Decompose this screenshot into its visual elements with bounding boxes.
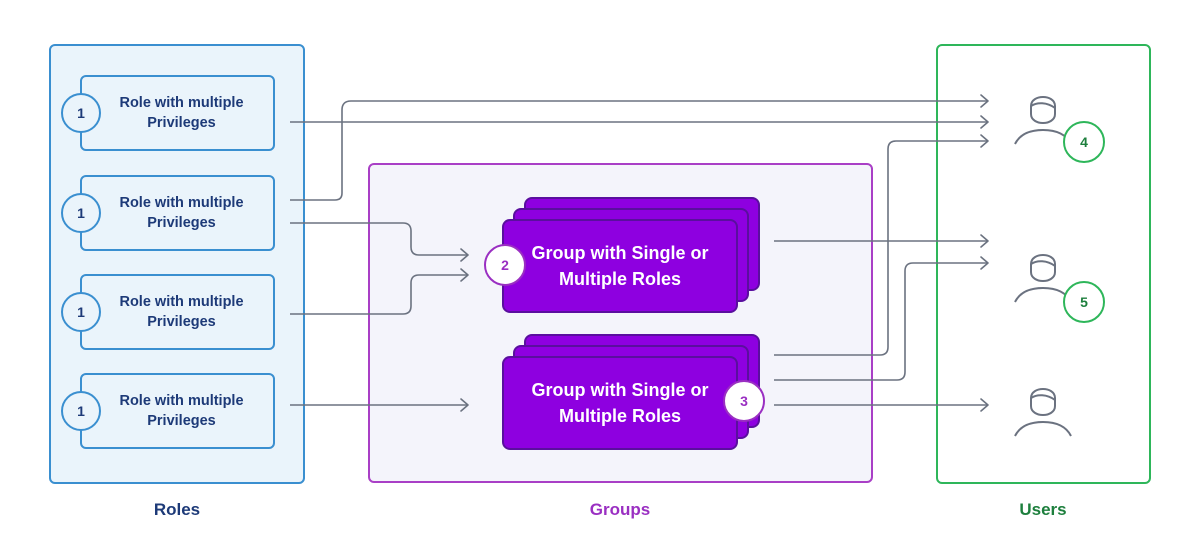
connector-line — [290, 100, 988, 201]
role-card-label: Role with multiple Privileges — [119, 294, 244, 330]
arrowhead — [980, 234, 989, 248]
role-card-3[interactable]: Role with multiple Privileges — [80, 274, 275, 350]
role-card-label: Role with multiple Privileges — [119, 393, 244, 429]
groups-section-title: Groups — [589, 500, 651, 519]
arrowhead — [460, 248, 469, 262]
arrowhead — [460, 268, 469, 282]
roles-section-title: Roles — [153, 500, 201, 519]
arrowhead — [460, 398, 469, 412]
group-card-label: Group with Single or Multiple Roles — [531, 243, 709, 289]
role-number-badge: 1 — [61, 292, 101, 332]
users-section-title: Users — [1019, 500, 1067, 519]
role-card-1[interactable]: Role with multiple Privileges — [80, 75, 275, 151]
connector-line — [290, 274, 468, 315]
user-number-badge: 4 — [1063, 121, 1105, 163]
role-number-badge: 1 — [61, 193, 101, 233]
group-card-front: Group with Single or Multiple Roles — [502, 219, 738, 313]
role-number-badge: 1 — [61, 93, 101, 133]
arrowhead — [980, 115, 989, 129]
arrowhead — [980, 134, 989, 148]
role-card-4[interactable]: Role with multiple Privileges — [80, 373, 275, 449]
user-icon[interactable] — [1011, 376, 1075, 440]
arrowhead — [980, 256, 989, 270]
arrowhead — [980, 398, 989, 412]
group-number-badge: 3 — [723, 380, 765, 422]
connector-line — [774, 262, 988, 381]
role-card-label: Role with multiple Privileges — [119, 195, 244, 231]
role-number-badge: 1 — [61, 391, 101, 431]
connector-line — [290, 222, 468, 256]
user-number-badge: 5 — [1063, 281, 1105, 323]
role-card-label: Role with multiple Privileges — [119, 95, 244, 131]
arrowhead — [980, 94, 989, 108]
role-card-2[interactable]: Role with multiple Privileges — [80, 175, 275, 251]
group-number-badge: 2 — [484, 244, 526, 286]
group-card-front: Group with Single or Multiple Roles — [502, 356, 738, 450]
group-stack-2[interactable]: Group with Single or Multiple Roles — [502, 334, 760, 450]
connector-line — [774, 140, 988, 356]
group-stack-1[interactable]: Group with Single or Multiple Roles — [502, 197, 760, 313]
group-card-label: Group with Single or Multiple Roles — [531, 380, 709, 426]
